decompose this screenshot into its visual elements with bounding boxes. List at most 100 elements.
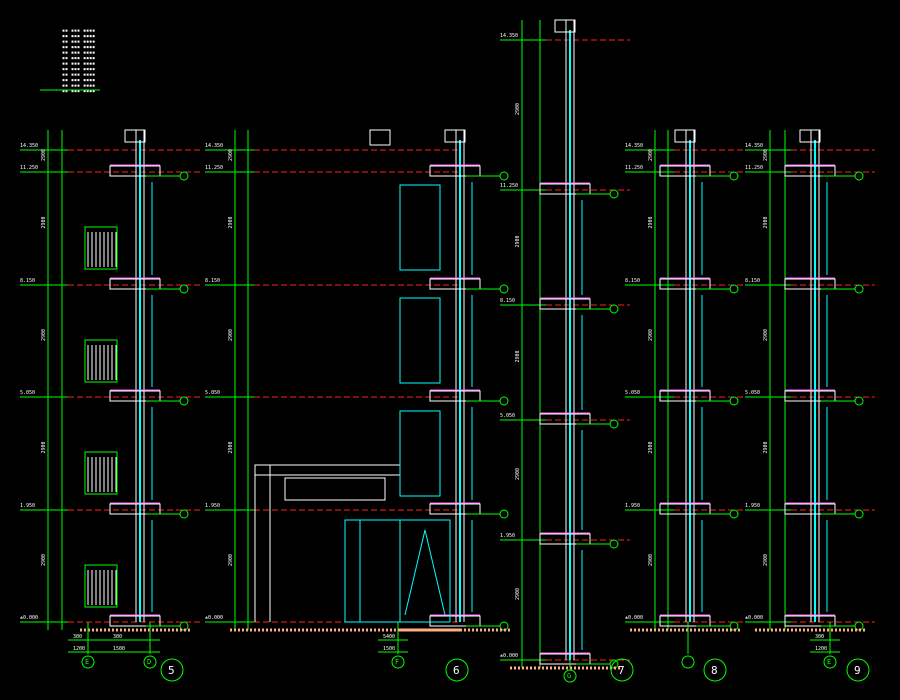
- legend-row: ▪▪ ▪▪▪ ▪▪▪▪: [62, 78, 95, 84]
- floor-slab: [539, 298, 591, 310]
- detail-callout: [609, 419, 619, 429]
- level-label: ±0.000: [745, 615, 763, 621]
- floor-height-label: 2900: [763, 441, 769, 453]
- parapet: [444, 129, 466, 143]
- floor-height-label: 2900: [228, 329, 234, 341]
- floor-height-label: 2900: [763, 554, 769, 566]
- level-label: 5.050: [500, 413, 515, 419]
- level-label: 8.150: [745, 278, 760, 284]
- floor-slab: [109, 503, 161, 515]
- floor-slab: [539, 413, 591, 425]
- floor-height-label: 2900: [41, 441, 47, 453]
- detail-callout: [729, 171, 739, 181]
- floor-height-label: 2900: [41, 149, 47, 161]
- floor-height-label: 2900: [41, 329, 47, 341]
- axis-bubble: [143, 655, 157, 669]
- roof-element: [369, 129, 391, 146]
- detail-callout: [499, 396, 509, 406]
- axis-bubble: [81, 655, 95, 669]
- section-bubble: [703, 658, 727, 682]
- legend-row: ▪▪ ▪▪▪ ▪▪▪▪: [62, 28, 95, 34]
- axis-bubble: [823, 655, 837, 669]
- section-number: 9: [854, 664, 861, 677]
- level-label: 5.050: [20, 390, 35, 396]
- level-label: 8.150: [205, 278, 220, 284]
- level-label: 1.950: [625, 503, 640, 509]
- floor-height-label: 2900: [515, 350, 521, 362]
- tall-window: [399, 410, 441, 497]
- floor-height-label: 2900: [648, 216, 654, 228]
- floor-slab: [784, 278, 836, 290]
- canopy-beam: [284, 477, 386, 501]
- level-label: 14.350: [745, 143, 763, 149]
- level-label: 14.350: [500, 33, 518, 39]
- floor-height-label: 2900: [515, 235, 521, 247]
- dimension-label: 5400: [383, 634, 395, 640]
- axis-bubble: [681, 655, 695, 669]
- dimension-label: 1200: [73, 646, 85, 652]
- level-label: 8.150: [500, 298, 515, 304]
- floor-height-label: 2900: [228, 441, 234, 453]
- floor-slab: [109, 615, 161, 627]
- level-label: 5.050: [205, 390, 220, 396]
- detail-callout: [854, 284, 864, 294]
- dimension-label: 1200: [815, 646, 827, 652]
- floor-slab: [539, 183, 591, 195]
- floor-slab: [659, 503, 711, 515]
- level-label: 14.350: [20, 143, 38, 149]
- section-bubble: [160, 658, 184, 682]
- floor-height-label: 2900: [763, 149, 769, 161]
- floor-slab: [109, 165, 161, 177]
- floor-height-label: 2900: [228, 554, 234, 566]
- floor-height-label: 2900: [648, 441, 654, 453]
- dimension-label: 1500: [113, 646, 125, 652]
- dimension-label: 300: [113, 634, 122, 640]
- legend-row: ▪▪ ▪▪▪ ▪▪▪▪: [62, 56, 95, 62]
- parapet: [554, 19, 576, 33]
- floor-height-label: 2900: [228, 216, 234, 228]
- detail-callout: [609, 539, 619, 549]
- axis-label: E: [827, 658, 831, 666]
- level-label: 8.150: [625, 278, 640, 284]
- axis-label: F: [395, 658, 399, 666]
- dimension-label: 1500: [383, 646, 395, 652]
- level-label: ±0.000: [20, 615, 38, 621]
- floor-height-label: 2900: [515, 468, 521, 480]
- level-label: 14.350: [625, 143, 643, 149]
- legend-row: ▪▪ ▪▪▪ ▪▪▪▪: [62, 39, 95, 45]
- parapet: [799, 129, 821, 143]
- floor-slab: [429, 278, 481, 290]
- detail-callout: [499, 284, 509, 294]
- level-label: ±0.000: [500, 653, 518, 659]
- floor-height-label: 2900: [41, 216, 47, 228]
- detail-callout: [729, 284, 739, 294]
- floor-slab: [784, 503, 836, 515]
- floor-height-label: 2900: [648, 554, 654, 566]
- detail-callout: [499, 509, 509, 519]
- level-label: ±0.000: [625, 615, 643, 621]
- section-number: 6: [453, 664, 460, 677]
- legend-row: ▪▪ ▪▪▪ ▪▪▪▪: [62, 67, 95, 73]
- detail-callout: [499, 171, 509, 181]
- floor-slab: [784, 615, 836, 627]
- parapet: [124, 129, 146, 143]
- section-number: 5: [168, 664, 175, 677]
- level-label: ±0.000: [205, 615, 223, 621]
- legend-row: ▪▪ ▪▪▪ ▪▪▪▪: [62, 89, 95, 95]
- legend-row: ▪▪ ▪▪▪ ▪▪▪▪: [62, 50, 95, 56]
- floor-height-label: 2900: [648, 149, 654, 161]
- floor-slab: [109, 278, 161, 290]
- detail-callout: [179, 396, 189, 406]
- level-label: 5.050: [625, 390, 640, 396]
- level-label: 14.350: [205, 143, 223, 149]
- level-label: 11.250: [745, 165, 763, 171]
- floor-height-label: 2900: [515, 103, 521, 115]
- section-bubble: [445, 658, 469, 682]
- axis-label: G: [567, 672, 571, 680]
- floor-slab: [659, 278, 711, 290]
- storefront-frame: [344, 519, 451, 623]
- parapet: [674, 129, 696, 143]
- floor-slab: [429, 165, 481, 177]
- floor-height-label: 2900: [648, 329, 654, 341]
- door-swing: [404, 529, 446, 616]
